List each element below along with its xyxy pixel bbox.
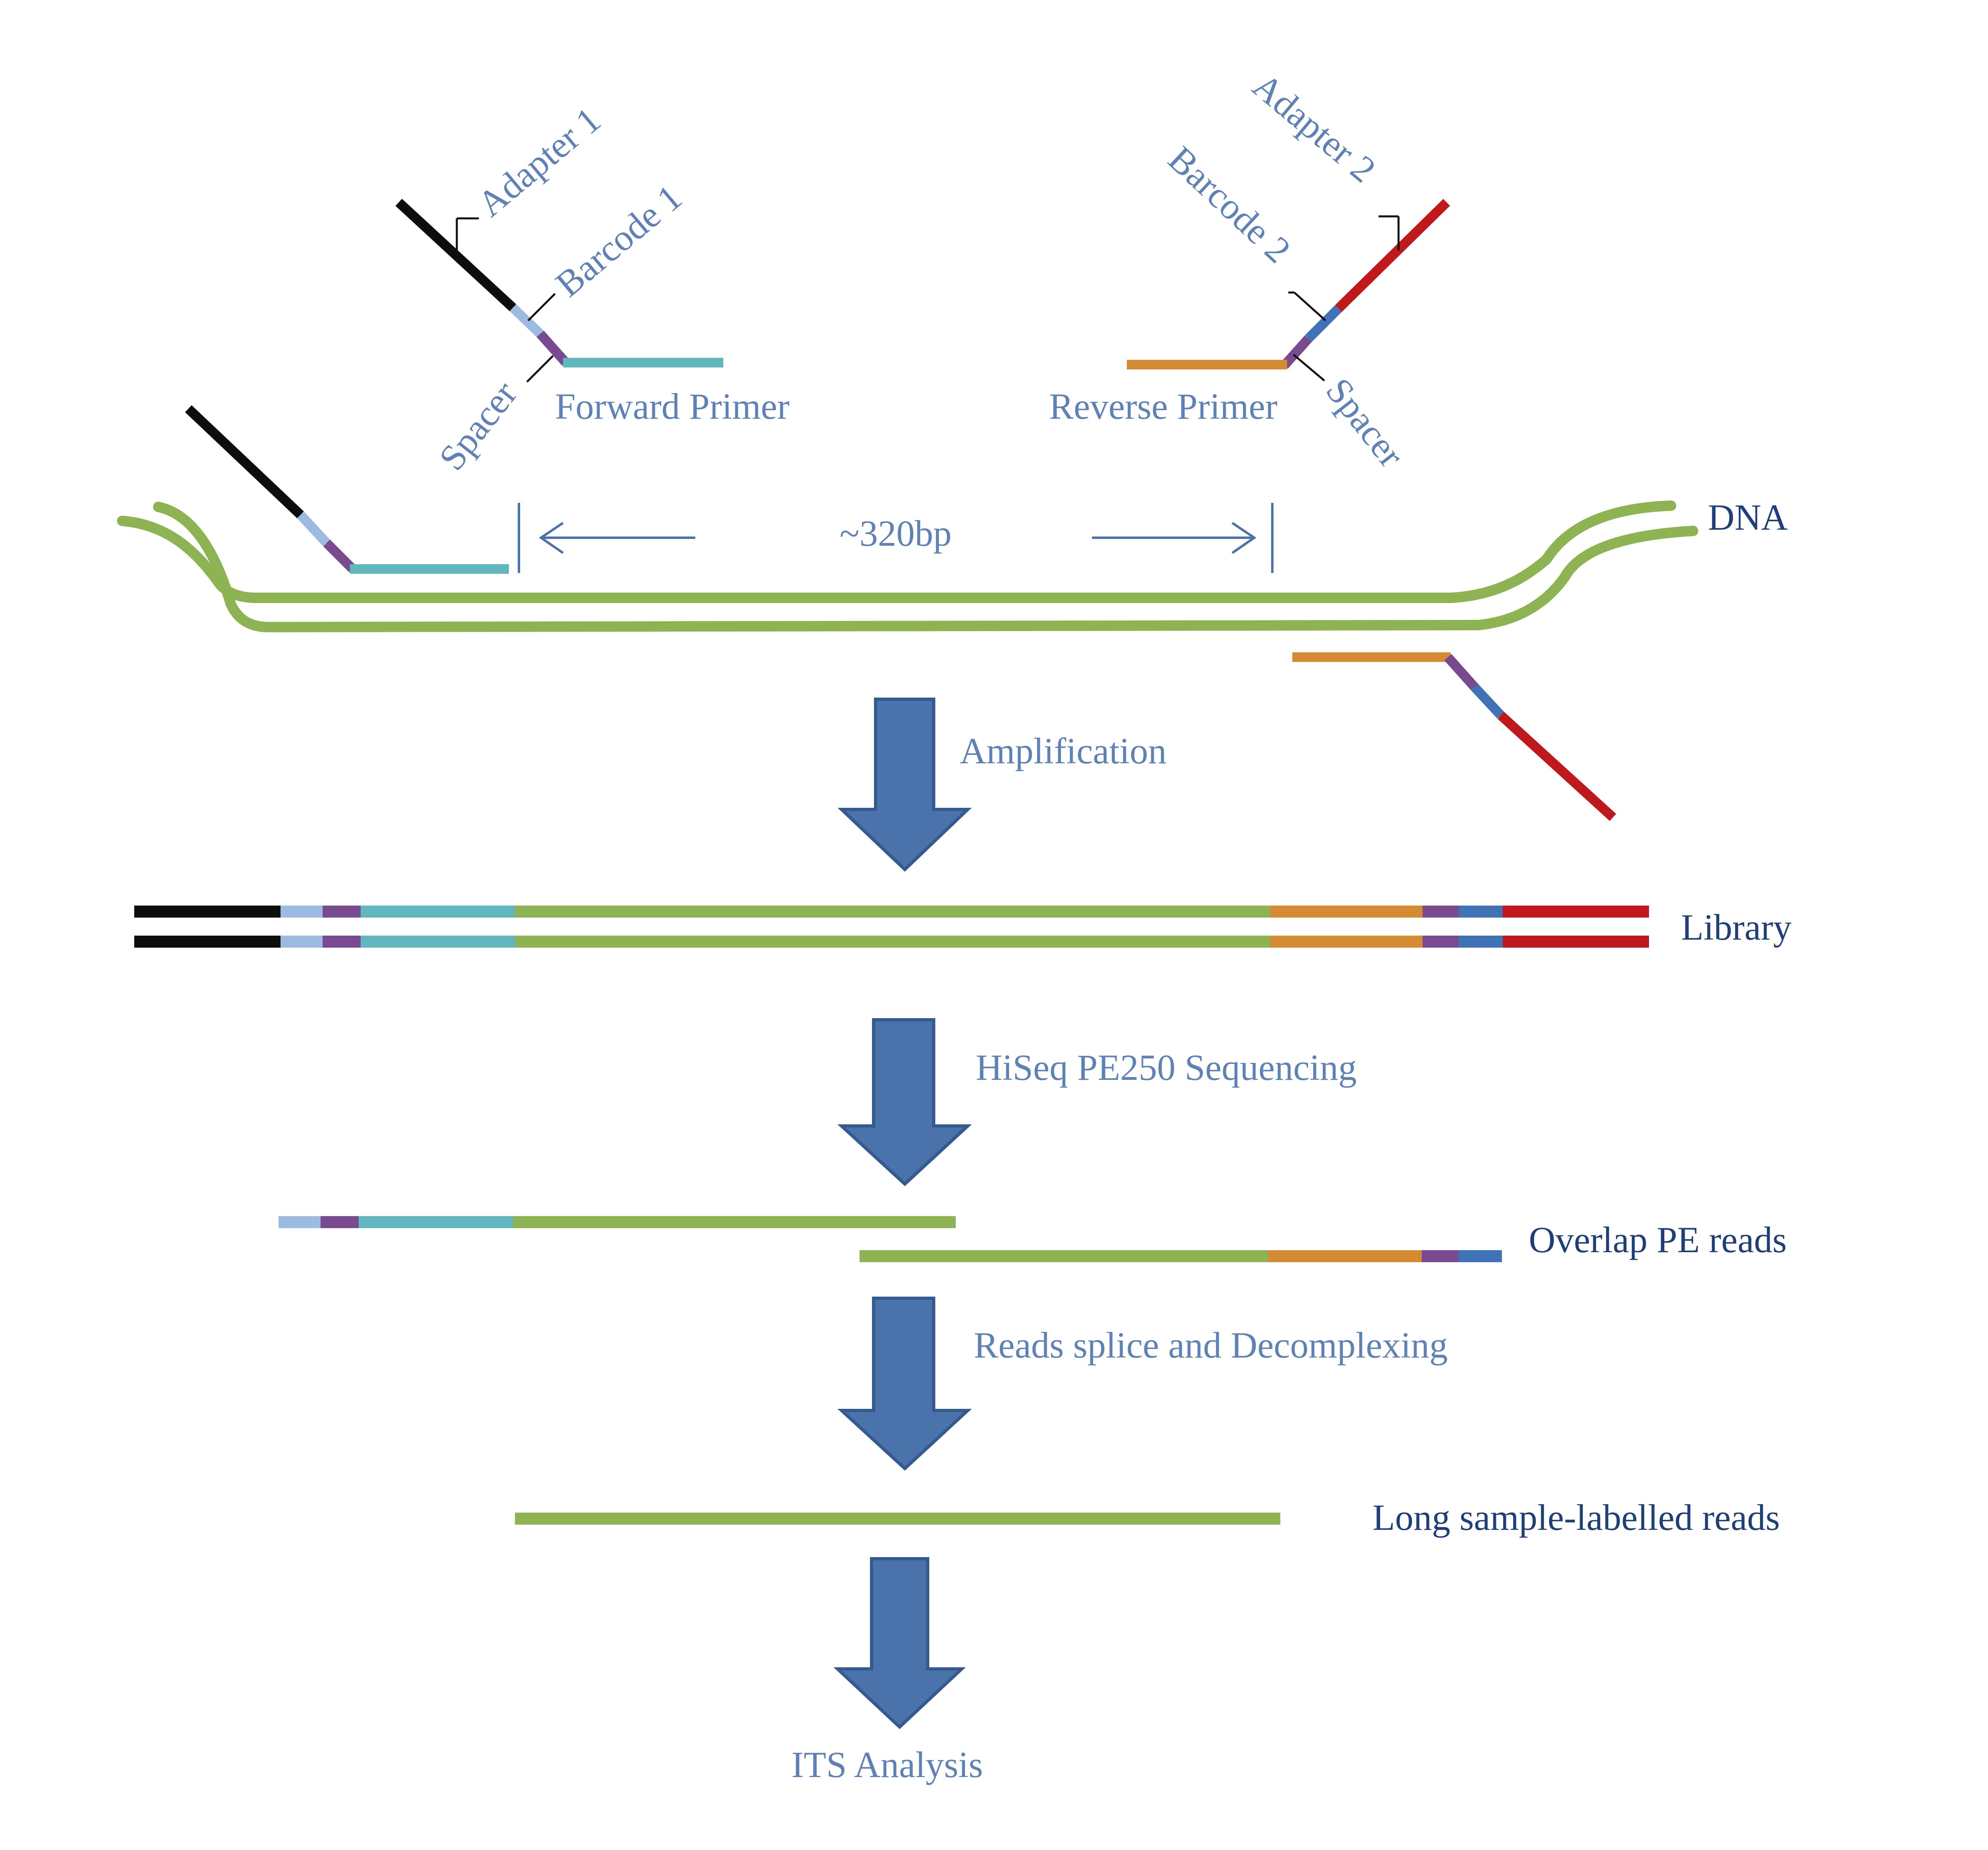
adapter2-label: Adapter 2 [1245, 65, 1383, 190]
dna-double-strand [117, 500, 1698, 633]
result-label-long-reads: Long sample-labelled reads [1372, 1497, 1780, 1538]
spacer-left-label: Spacer [431, 373, 525, 478]
result-label-overlap-pe-reads: Overlap PE reads [1529, 1219, 1787, 1260]
barcode2-label: Barcode 2 [1161, 138, 1298, 271]
spacer1-segment [537, 331, 569, 366]
library-reads [134, 906, 1649, 948]
annealed-forward-primer [185, 405, 509, 574]
barcode1-segment [509, 304, 544, 337]
adapter1-label: Adapter 1 [470, 99, 608, 224]
annealed-reverse-primer [1292, 652, 1617, 821]
down-arrow-amplification [837, 698, 972, 872]
barcode1-label: Barcode 1 [548, 177, 689, 305]
down-arrow-splice [837, 1297, 972, 1471]
amplicon-length-label: ~320bp [840, 513, 952, 554]
spacer2-segment [1281, 335, 1312, 369]
dna-strand-top [117, 500, 1676, 603]
forward-primer-construct [395, 199, 723, 367]
step-label-its-analysis: ITS Analysis [791, 1744, 983, 1785]
step-label-sequencing: HiSeq PE250 Sequencing [976, 1047, 1357, 1088]
dna-strand-bottom [153, 502, 1698, 633]
amplicon-length-marker [518, 503, 1274, 573]
overlap-pe-reads [279, 1216, 1502, 1262]
adapter2-segment [1335, 199, 1450, 312]
barcode2-segment [1305, 305, 1342, 342]
reverse-primer-label: Reverse Primer [1049, 386, 1278, 427]
down-arrow-its [833, 1557, 966, 1729]
reverse-leader-lines [1288, 215, 1400, 381]
forward-primer-label: Forward Primer [555, 386, 789, 427]
adapter1-segment [395, 199, 517, 311]
step-label-splice: Reads splice and Decomplexing [974, 1325, 1448, 1366]
reverse-primer-construct [1127, 199, 1450, 369]
dna-label: DNA [1708, 497, 1788, 538]
result-label-library: Library [1681, 907, 1792, 948]
down-arrow-sequencing [837, 1018, 972, 1186]
step-label-amplification: Amplification [960, 730, 1167, 771]
spacer-right-label: Spacer [1318, 371, 1412, 475]
forward-leader-lines [456, 217, 556, 383]
